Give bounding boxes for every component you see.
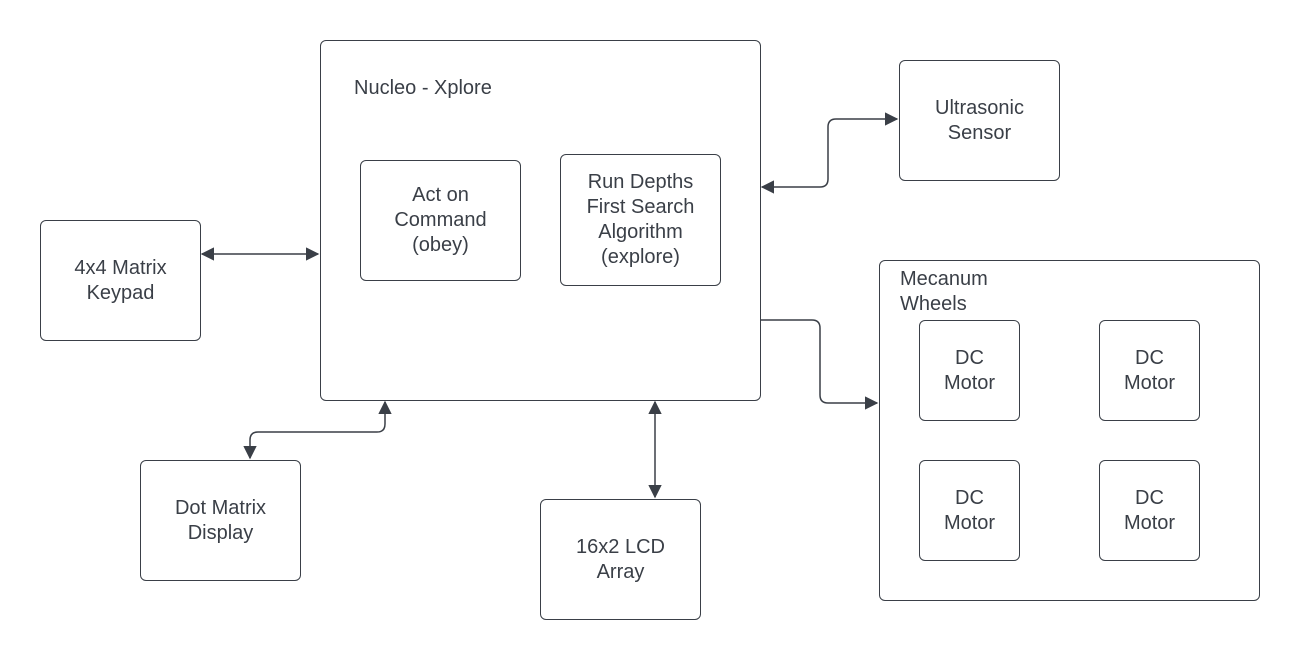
dotmatrix-nucleo-connector [243, 400, 392, 460]
nucleo-xplore-label: Nucleo - Xplore [354, 77, 492, 99]
lcd-array-block: 16x2 LCD Array [540, 499, 701, 620]
dot-matrix-display-block: Dot Matrix Display [140, 460, 301, 581]
nucleo-ultrasonic-connector [760, 112, 899, 194]
dc-motor-block: DC Motor [919, 320, 1020, 421]
ultrasonic-sensor-block: Ultrasonic Sensor [899, 60, 1060, 181]
dfs-algorithm-block: Run Depths First Search Algorithm (explo… [560, 154, 721, 286]
dc-motor-block: DC Motor [919, 460, 1020, 561]
mecanum-wheels-label: Mecanum Wheels [900, 268, 988, 315]
keypad-block: 4x4 Matrix Keypad [40, 220, 201, 341]
dc-motor-block: DC Motor [1099, 460, 1200, 561]
nucleo-mecanum-connector [761, 319, 879, 410]
dc-motor-block: DC Motor [1099, 320, 1200, 421]
act-on-command-block: Act on Command (obey) [360, 160, 521, 281]
